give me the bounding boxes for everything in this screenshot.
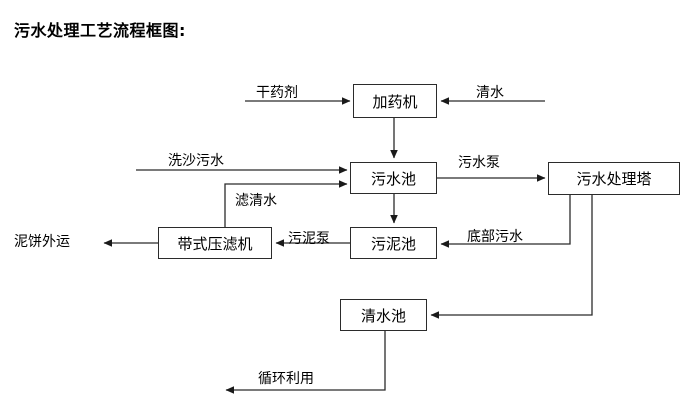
edge-label-sewage-pump: 污水泵 [458,155,500,171]
node-treatment-tower[interactable]: 污水处理塔 [548,162,680,195]
node-sewage-pool[interactable]: 污水池 [350,162,437,194]
node-label: 污水处理塔 [576,170,652,188]
node-label: 污泥池 [370,234,416,253]
edge-label-clean-water: 清水 [476,85,504,101]
edge-label-sludge-pump: 污泥泵 [288,231,330,247]
terminal-label-mud-cake-out: 泥饼外运 [14,234,70,250]
edge-label-filtrate-water: 滤清水 [235,193,277,209]
node-sludge-pool[interactable]: 污泥池 [350,227,437,259]
node-label: 加药机 [372,92,418,111]
node-label: 污水池 [370,169,416,188]
node-label: 带式压滤机 [177,234,253,253]
edge-label-bottom-sewage: 底部污水 [467,229,523,245]
node-label: 清水池 [360,306,406,325]
edge-label-dry-chemical: 干药剂 [256,85,298,101]
node-belt-filter-press[interactable]: 带式压滤机 [158,227,272,259]
edge-tower-bottom-sewage-to-sludge-pool [440,195,571,248]
page-title: 污水处理工艺流程框图: [14,21,186,40]
node-clear-water-pool[interactable]: 清水池 [340,299,427,331]
edge-label-sand-wash-sewage: 洗沙污水 [168,153,224,169]
edge-clear-water-recycle [225,331,386,394]
edge-tower-to-clear-water-pool [430,195,593,319]
edge-label-recycle-reuse: 循环利用 [258,371,314,387]
node-dosing-machine[interactable]: 加药机 [353,84,437,118]
edge-filtrate-to-sewage-pool [224,180,348,227]
